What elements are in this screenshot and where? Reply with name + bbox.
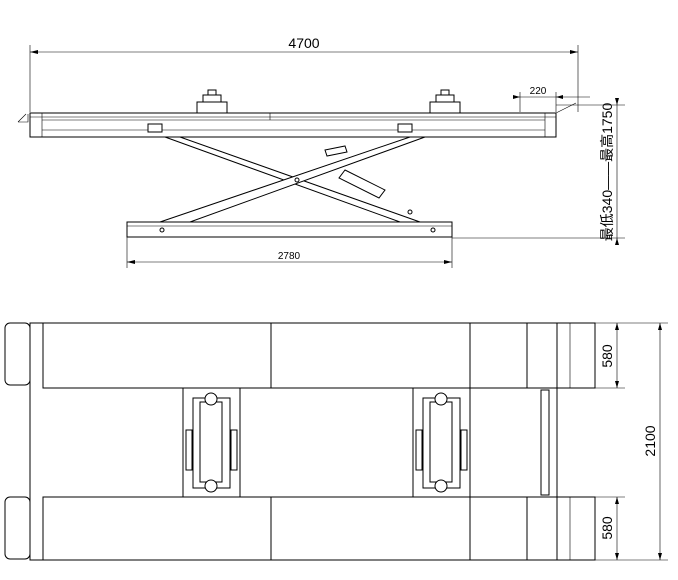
side-view: 4700 220 <box>17 35 625 268</box>
base-length-label: 2780 <box>278 251 301 262</box>
runway-width-bottom-label: 580 <box>599 516 615 540</box>
plan-view: 580 580 2100 <box>4 322 668 561</box>
height-range-label: 最低340——最高1750 <box>599 103 615 242</box>
dimension-overall-length: 4700 <box>29 35 579 112</box>
scissor-arms <box>159 136 426 223</box>
base-side <box>126 221 453 238</box>
jack-pad-left <box>196 89 228 114</box>
dimension-height-range: 最低340——最高1750 <box>452 98 625 245</box>
dimension-runway-top: 580 <box>595 322 668 389</box>
runway-width-top-label: 580 <box>599 344 615 368</box>
runway-top <box>42 322 596 389</box>
jack-pad-right <box>429 89 461 114</box>
overall-width-label: 2100 <box>642 425 658 456</box>
cross-beam <box>540 389 550 496</box>
runway-bottom <box>42 496 596 561</box>
dimension-runway-bottom: 580 <box>595 496 668 561</box>
overall-length-label: 4700 <box>288 35 319 51</box>
end-offset-label: 220 <box>530 86 547 97</box>
platform-side <box>17 89 577 138</box>
end-tab-bottom <box>4 496 31 560</box>
dimension-end-offset: 220 <box>513 86 590 112</box>
scissor-plan-right <box>412 387 471 498</box>
scissor-plan-left <box>182 387 241 498</box>
dimension-overall-width: 2100 <box>642 323 662 560</box>
end-tab-top <box>4 322 31 386</box>
dimension-base-length: 2780 <box>126 237 453 268</box>
